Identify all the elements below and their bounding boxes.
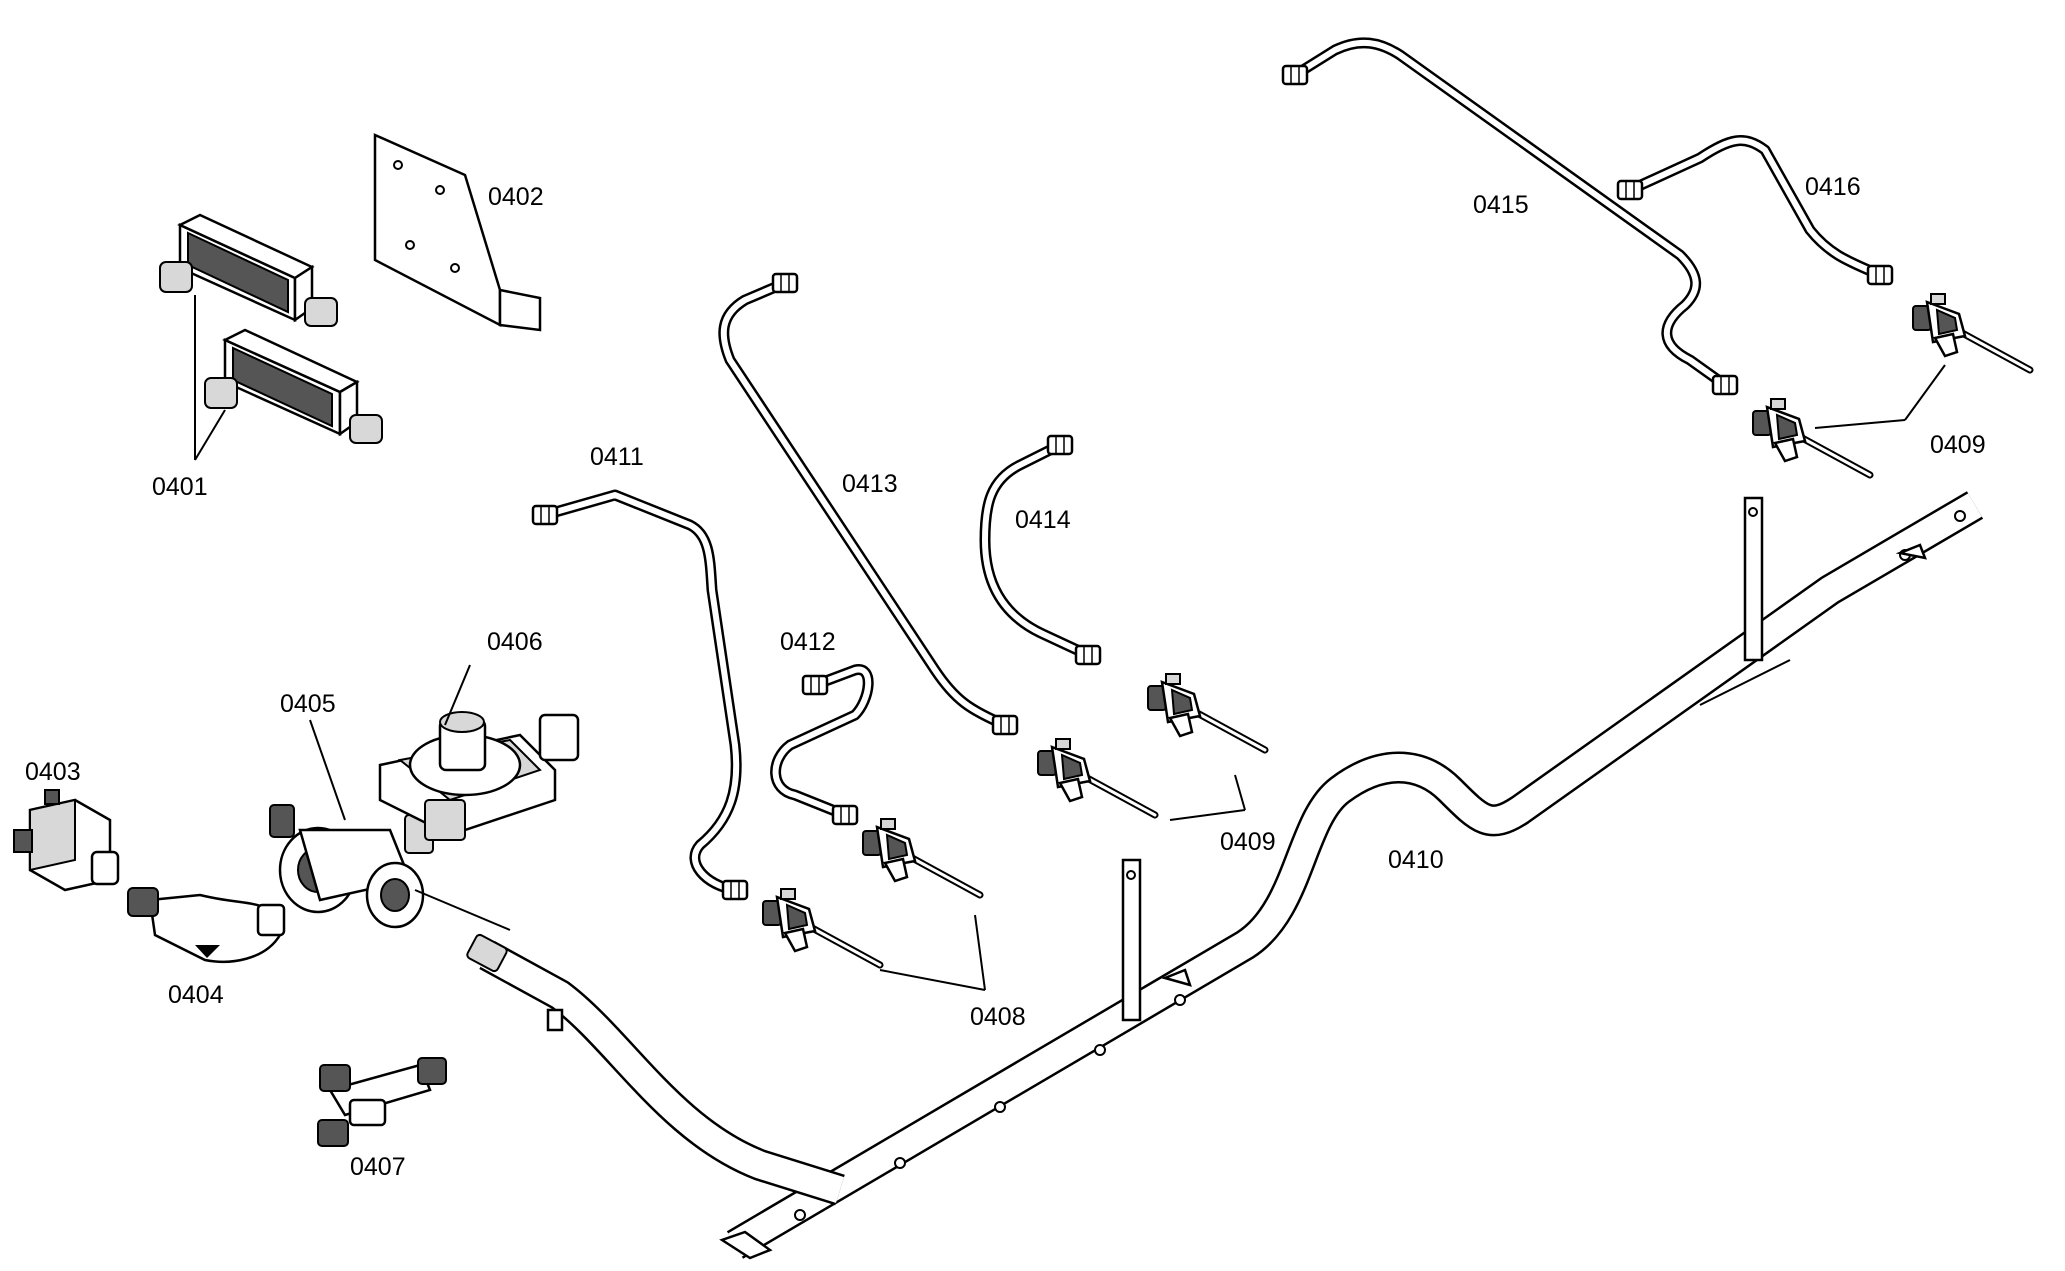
leader-lines [309,364,1946,991]
label-0415: 0415 [1473,191,1529,219]
elbow-fitting [127,887,286,963]
label-0411: 0411 [590,443,644,471]
gas-tube-0413 [718,272,1019,736]
small-tee-fitting [317,1057,447,1147]
burner-valve-0409-d [1913,294,2030,370]
label-0406: 0406 [487,628,543,656]
label-0401: 0401 [152,473,208,501]
label-0416: 0416 [1805,173,1861,201]
gas-tube-0414 [979,434,1102,666]
pressure-regulator [378,711,580,841]
burner-valve-0409-c [1753,399,1870,475]
burner-valve-0408-a [763,889,880,965]
label-0414: 0414 [1015,506,1071,534]
gas-tube-0412 [770,664,874,826]
label-0409-a: 0409 [1220,828,1276,856]
pressure-switch-upper [159,213,338,327]
label-0404: 0404 [168,981,224,1009]
label-0409-b: 0409 [1930,431,1986,459]
main-gas-rail [719,491,1984,1260]
inlet-pipe [466,933,845,1206]
mounting-bracket [373,133,542,332]
gas-tube-0415 [1281,37,1739,396]
burner-valve-0409-a [1038,739,1155,815]
label-0410: 0410 [1388,846,1444,874]
tee-fitting [269,804,434,929]
label-0407: 0407 [350,1153,406,1181]
burner-valve-0409-b [1148,674,1265,750]
gas-tube-0416 [1616,135,1894,286]
label-0402: 0402 [488,183,544,211]
pressure-switch-lower [204,328,383,444]
burner-valve-0408-b [863,819,980,895]
label-0408: 0408 [970,1003,1026,1031]
solenoid-valve [13,789,120,892]
label-0405: 0405 [280,690,336,718]
gas-tube-0411 [531,489,749,901]
label-0413: 0413 [842,470,898,498]
label-0412: 0412 [780,628,836,656]
label-0403: 0403 [25,758,81,786]
